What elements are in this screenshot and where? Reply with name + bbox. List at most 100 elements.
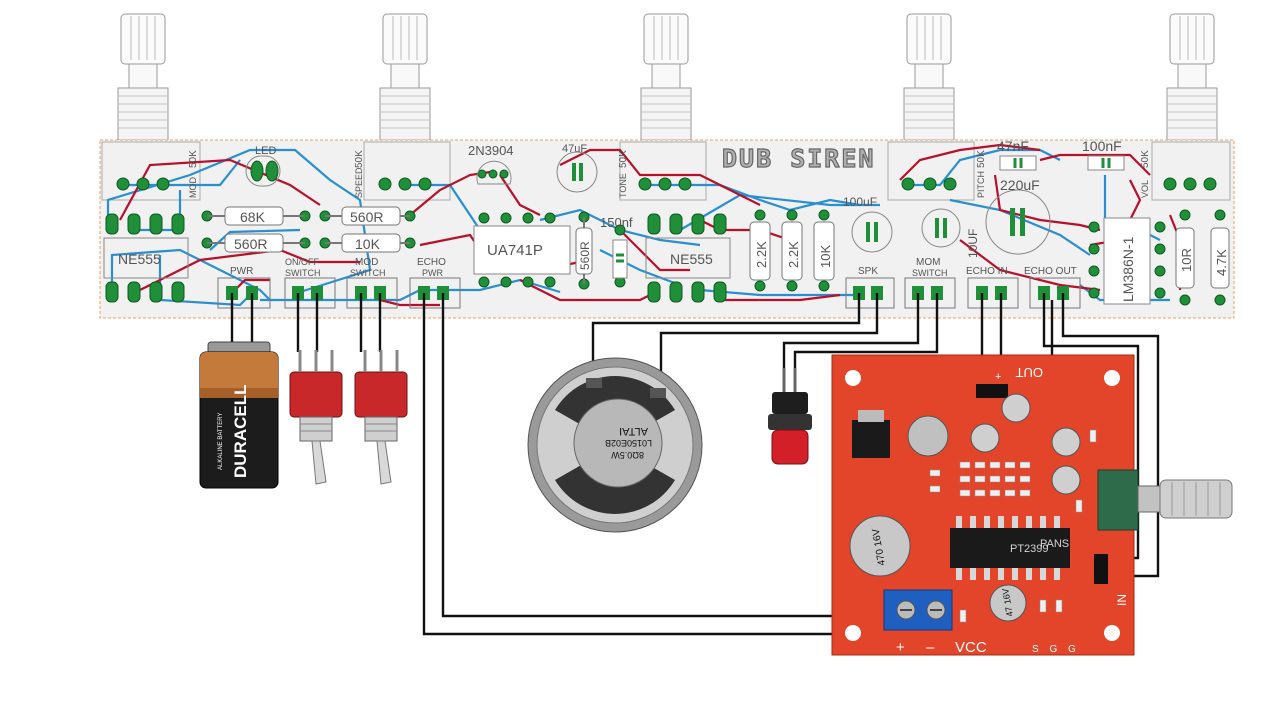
speaker-text-2: L0150E02B	[605, 438, 652, 448]
cap-150nf-label: 150nf	[600, 215, 633, 230]
resistor-4-7k: 4.7K	[1210, 227, 1230, 289]
resistor-560r-a: 560R	[207, 233, 305, 253]
speaker-text-1: ALTAI	[619, 425, 648, 437]
pot-5-value: 50K	[1140, 150, 1151, 168]
ic-ua741: UA741P	[473, 225, 571, 275]
module-plus-label: +	[896, 639, 905, 656]
capacitor-100uf: 100uF	[843, 195, 893, 253]
resistor-10k: 10K	[325, 233, 410, 253]
module-in-label: IN	[1115, 594, 1129, 606]
mod-label-1: MOD	[355, 257, 378, 268]
onoff-label-2: SWITCH	[285, 268, 321, 278]
r-560r-a-label: 560R	[234, 236, 267, 252]
connector-echo-out: ECHO OUT	[1024, 266, 1081, 309]
r-560r-v-label: 560R	[578, 241, 592, 270]
capacitor-47uf: 47uF	[556, 143, 598, 193]
capacitor-47nf: 47nF	[997, 138, 1037, 171]
echo-out-label: ECHO OUT	[1024, 266, 1077, 277]
capacitor-150nf: 150nf	[600, 215, 633, 279]
ua741-label: UA741P	[487, 242, 543, 259]
ne555-right-label: NE555	[670, 251, 713, 267]
ic-ne555-left: NE555	[103, 237, 189, 279]
echo-pwr-label-1: ECHO	[417, 257, 446, 268]
module-chip-label: PT2399	[1010, 543, 1049, 555]
cap-100uf-label: 100uF	[843, 195, 877, 209]
r-22k-a-label: 2.2K	[754, 241, 769, 268]
capacitor-220uf: 220uF	[985, 177, 1051, 255]
pot-4-value: 50K	[976, 150, 987, 168]
module-brand: PANS	[1040, 538, 1069, 550]
potentiometers	[117, 13, 1218, 141]
battery-9v: DURACELL ALKALINE BATTERY	[199, 341, 279, 489]
cap-10uf-label: 10UF	[966, 229, 980, 258]
r-10r-label: 10R	[1179, 248, 1194, 272]
pot-5	[1166, 13, 1218, 141]
mom-label-1: MOM	[916, 257, 940, 268]
board-title: DUB SIREN	[722, 144, 875, 173]
pot-1-name: MOD	[188, 177, 198, 198]
resistor-68k: 68K	[207, 206, 305, 226]
module-out-plus: +	[995, 371, 1001, 383]
mom-label-2: SWITCH	[912, 268, 948, 278]
pot-5-name: VOL	[1140, 180, 1150, 198]
capacitor-10uf: 10UF	[921, 208, 980, 258]
echo-module-board: OUT + 470 16V 47 16V PT2399 P	[831, 354, 1233, 656]
battery-brand: DURACELL	[231, 385, 250, 479]
battery-sub: ALKALINE BATTERY	[218, 413, 224, 470]
module-out-label: OUT	[1016, 365, 1044, 380]
module-cap-small-label: 47 16V	[1000, 588, 1015, 618]
spk-label: SPK	[858, 266, 878, 277]
r-10k-v-label: 10K	[818, 245, 833, 268]
echo-pwr-label-2: PWR	[422, 268, 443, 278]
cap-47nf-label: 47nF	[997, 138, 1029, 154]
module-minus-label: –	[926, 639, 935, 656]
momentary-push-button	[768, 368, 812, 465]
module-bottom-pins: S G G	[1032, 644, 1080, 655]
echo-in-label: ECHO IN	[966, 266, 1008, 277]
transistor-2n3904: 2N3904	[468, 143, 514, 185]
mod-label-2: SWITCH	[350, 268, 386, 278]
pot-4	[903, 13, 955, 141]
resistor-560r-b: 560R	[325, 206, 410, 226]
pot-2	[379, 13, 431, 141]
pot-1-value: 50K	[188, 150, 199, 168]
toggle-switch-mod	[354, 350, 408, 485]
speaker: ALTAI L0150E02B 8Ω0.5W	[527, 357, 703, 533]
r-10k-label: 10K	[355, 236, 381, 252]
ne555-left-label: NE555	[118, 251, 161, 267]
capacitor-100nf: 100nF	[1082, 138, 1125, 171]
toggle-switch-onoff	[289, 350, 343, 485]
pot-name-labels: MOD SPEED TONE PITCH VOL	[188, 167, 1150, 198]
cap-47uf-label: 47uF	[562, 143, 587, 155]
resistor-10r: 10R	[1175, 227, 1195, 289]
resistor-10k-vertical: 10K	[813, 221, 835, 281]
led-label: LED	[255, 145, 276, 157]
lm386-label: LM386N-1	[1120, 236, 1136, 302]
pot-value-labels: 50K 50K 50K 50K 50K	[188, 150, 1151, 168]
ic-ne555-right: NE555	[645, 237, 731, 279]
resistor-560r-vertical: 560R	[575, 217, 593, 284]
speaker-text-3: 8Ω0.5W	[611, 450, 644, 460]
r-22k-b-label: 2.2K	[786, 241, 801, 268]
pot-3	[640, 13, 692, 141]
led-component: LED	[245, 145, 281, 187]
pwr-label: PWR	[230, 266, 253, 277]
cap-220uf-label: 220uF	[1000, 177, 1040, 193]
resistor-2-2k-b: 2.2K	[781, 221, 803, 281]
pot-2-value: 50K	[354, 150, 365, 168]
resistor-2-2k-a: 2.2K	[749, 221, 771, 281]
r-68k-label: 68K	[240, 209, 266, 225]
pcb-pads	[105, 169, 1226, 306]
cap-100nf-label: 100nF	[1082, 138, 1122, 154]
onoff-label-1: ON/OFF	[285, 257, 319, 267]
r-560r-b-label: 560R	[350, 209, 383, 225]
ic-lm386: LM386N-1	[1103, 217, 1151, 305]
pot-4-name: PITCH	[976, 171, 986, 198]
pot-3-name: TONE	[618, 173, 628, 198]
pot-2-name: SPEED	[354, 167, 364, 198]
pot-3-value: 50K	[618, 150, 629, 168]
module-vcc-label: VCC	[955, 639, 987, 656]
r-47k-label: 4.7K	[1214, 249, 1229, 276]
